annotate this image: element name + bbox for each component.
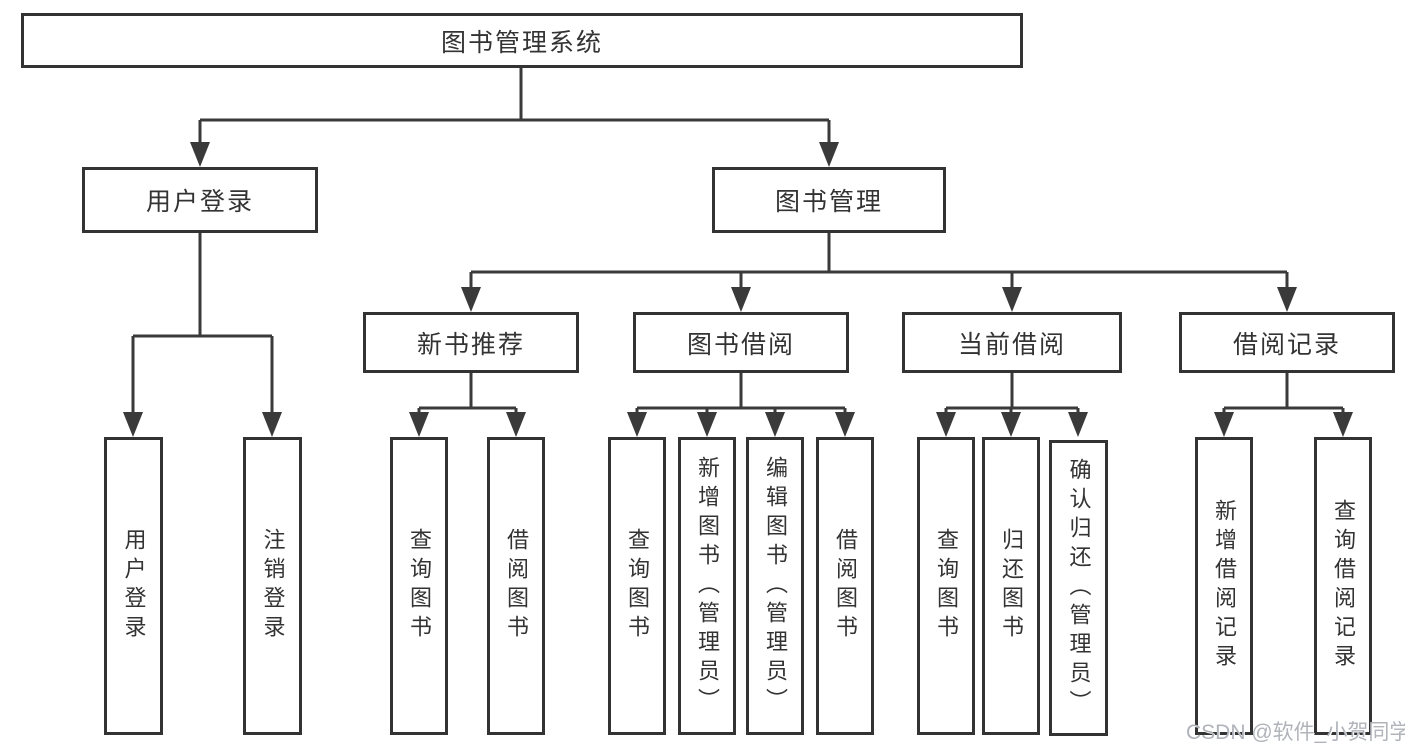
node-return-books: 归还图书 [982, 437, 1040, 735]
node-label: 编辑图书（管理员） [763, 455, 788, 717]
node-borrow-books-borrowing: 借阅图书 [816, 437, 874, 735]
node-confirm-return-admin: 确认归还（管理员） [1049, 440, 1108, 736]
node-label: 新增图书（管理员） [695, 455, 720, 717]
node-label: 借阅记录 [1232, 330, 1341, 359]
arrowheads [123, 142, 1353, 437]
node-label: 借阅图书 [504, 528, 529, 644]
node-borrow-books-recommend: 借阅图书 [487, 437, 545, 735]
node-label: 图书管理系统 [440, 28, 603, 57]
node-user-login: 用户登录 [82, 167, 318, 233]
node-label: 查询图书 [625, 528, 650, 644]
node-label: 用户登录 [121, 528, 147, 644]
node-label: 新书推荐 [416, 330, 525, 359]
node-label: 查询图书 [407, 528, 432, 644]
node-logout: 注销登录 [243, 437, 302, 735]
node-label: 借阅图书 [833, 528, 858, 644]
node-label: 查询图书 [934, 528, 959, 644]
connector-edges [131, 68, 1345, 415]
node-label: 用户登录 [145, 188, 254, 216]
node-add-books-admin: 新增图书（管理员） [678, 437, 736, 735]
node-label: 新增借阅记录 [1212, 499, 1237, 673]
node-library-management-system: 图书管理系统 [21, 13, 1023, 68]
node-borrowing-records: 借阅记录 [1179, 312, 1395, 373]
node-label: 确认归还（管理员） [1066, 457, 1092, 719]
node-book-management: 图书管理 [712, 167, 946, 233]
node-current-borrowing: 当前借阅 [902, 312, 1122, 373]
node-query-books-recommend: 查询图书 [390, 437, 448, 735]
node-label: 当前借阅 [957, 330, 1066, 359]
node-label: 图书管理 [774, 188, 883, 216]
node-query-books-current: 查询图书 [917, 437, 975, 735]
node-add-borrowing-record: 新增借阅记录 [1195, 437, 1253, 735]
node-book-borrowing: 图书借阅 [633, 312, 849, 373]
node-label: 归还图书 [999, 528, 1024, 644]
node-query-borrowing-record: 查询借阅记录 [1314, 437, 1372, 735]
node-label: 图书借阅 [686, 330, 795, 359]
node-new-book-recommendation: 新书推荐 [363, 312, 579, 373]
node-edit-books-admin: 编辑图书（管理员） [746, 437, 804, 735]
node-label: 查询借阅记录 [1331, 499, 1356, 673]
node-query-books-borrowing: 查询图书 [608, 437, 666, 735]
node-user-login-action: 用户登录 [104, 437, 163, 735]
node-label: 注销登录 [260, 528, 286, 644]
watermark-text: CSDN @软件_小贺同学 [1186, 721, 1405, 744]
